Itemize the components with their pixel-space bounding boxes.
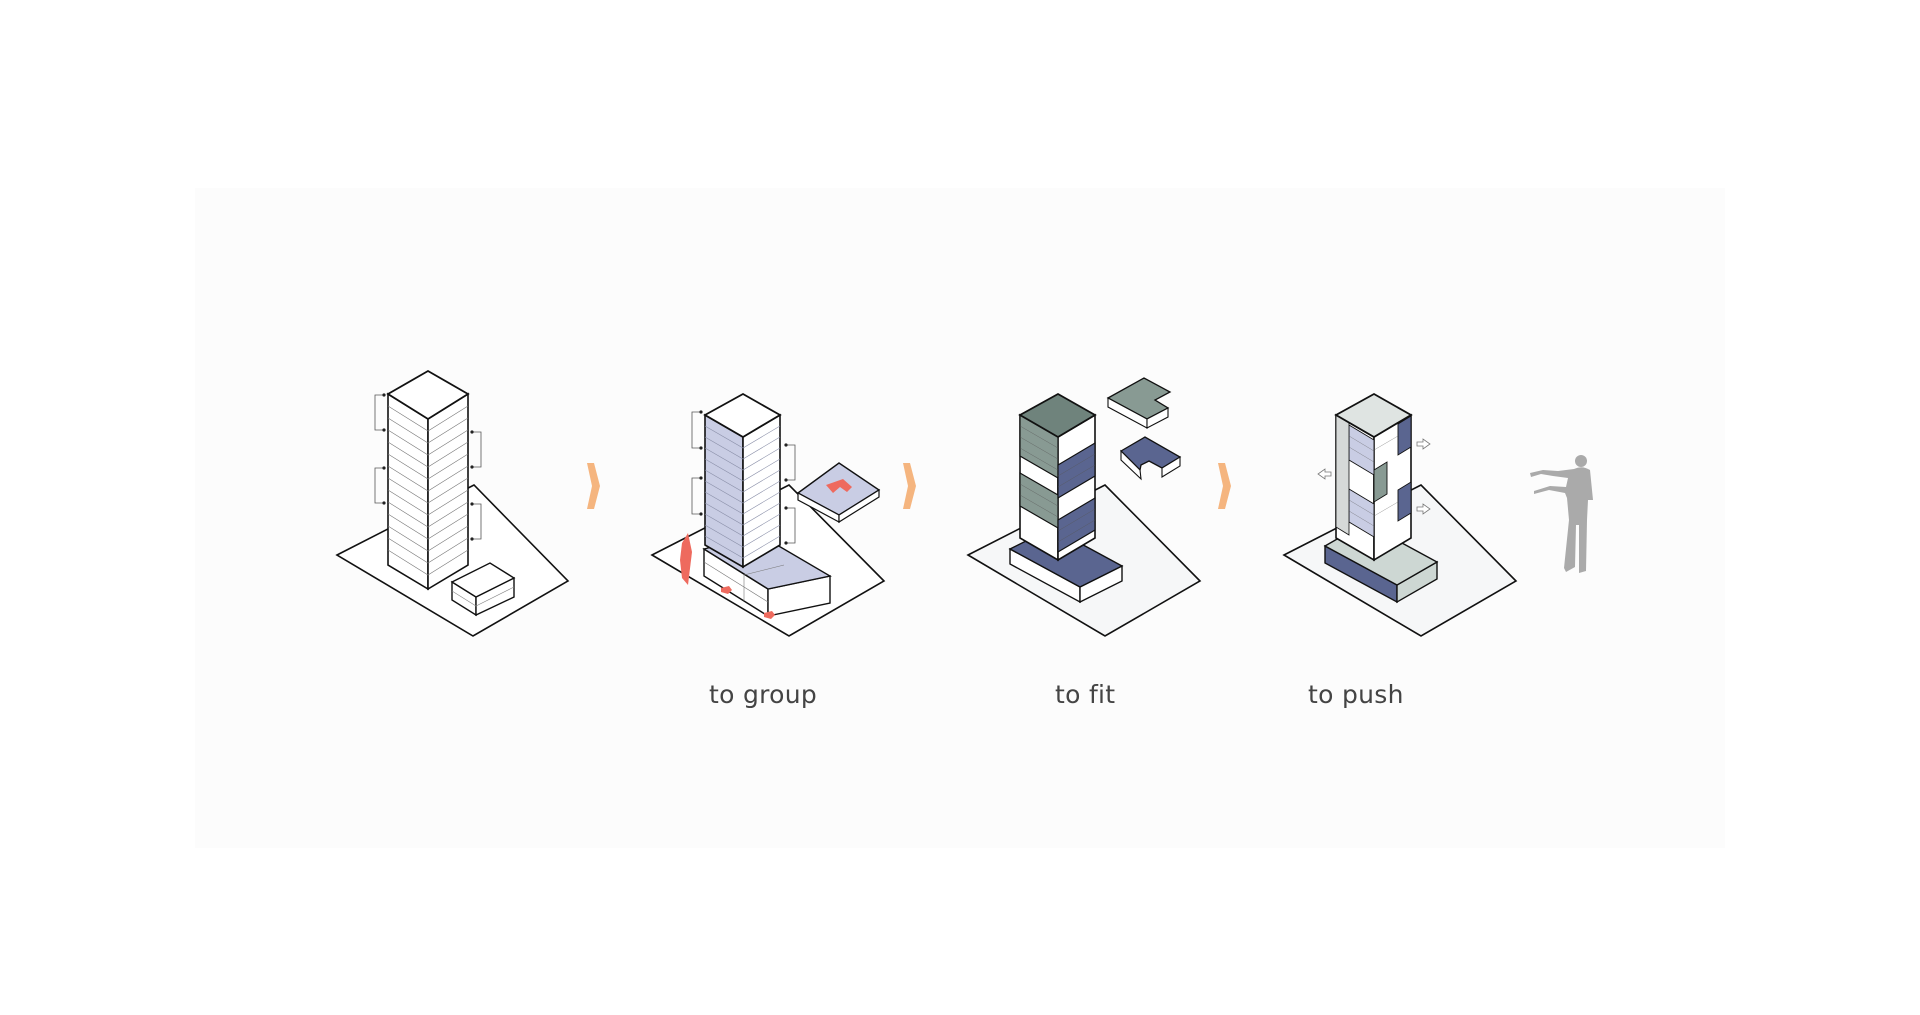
tower-left-face — [704, 413, 744, 569]
tower-roof — [386, 369, 470, 421]
navy-panel-right-lower — [1397, 481, 1412, 522]
human-scale-figure-icon — [1530, 455, 1593, 573]
step-initial-massing — [335, 369, 570, 637]
push-arrow-icon — [1416, 438, 1431, 450]
grey-strip-left — [1335, 414, 1350, 536]
program-brackets — [374, 394, 482, 540]
tower-floor-lines — [1348, 435, 1399, 527]
step-arrow-icon — [903, 463, 916, 509]
step-arrow-icon — [587, 463, 600, 509]
push-arrow-icon — [1416, 503, 1431, 515]
caption-to-push: to push — [1308, 680, 1404, 709]
podium-floor-lines — [451, 586, 515, 607]
navy-block-lower — [1057, 496, 1096, 554]
tower-right-face — [742, 413, 781, 569]
tower-floor-lines — [704, 425, 781, 559]
podium-roof — [450, 562, 516, 598]
grouping-arrow-icon — [721, 586, 732, 594]
step-group-massing — [650, 392, 886, 637]
step-push-massing — [1282, 392, 1518, 637]
step-arrow-icon — [1218, 463, 1231, 509]
tower-floor-lines — [1019, 425, 1096, 543]
floating-piece-navy-side-2 — [1161, 456, 1181, 478]
tower-roof — [703, 392, 782, 439]
floating-piece-navy-side — [1120, 449, 1142, 481]
floating-plate-side — [838, 488, 880, 524]
tower-roof — [1018, 392, 1097, 439]
navy-panel-right-upper — [1397, 415, 1412, 456]
grouping-arrow-icon — [826, 479, 852, 493]
tower-right-face — [427, 392, 469, 591]
grouping-arrow-icon — [680, 533, 692, 585]
push-arrow-icon — [1317, 468, 1332, 480]
step-fit-massing — [966, 377, 1202, 637]
caption-to-group: to group — [709, 680, 818, 709]
tower-floor-lines — [387, 405, 469, 576]
grouping-arrow-icon — [764, 611, 775, 619]
podium-dividers — [703, 561, 785, 603]
caption-to-fit: to fit — [1055, 680, 1116, 709]
tower-roof — [1334, 392, 1413, 439]
bracket-dots — [699, 410, 788, 545]
program-brackets — [691, 411, 796, 544]
bracket-dots — [382, 393, 474, 541]
floating-piece-sage-side-2 — [1146, 407, 1169, 429]
sage-panel-right — [1373, 461, 1388, 503]
floating-piece-navy-top — [1119, 436, 1182, 472]
tower-left-face — [387, 392, 429, 591]
